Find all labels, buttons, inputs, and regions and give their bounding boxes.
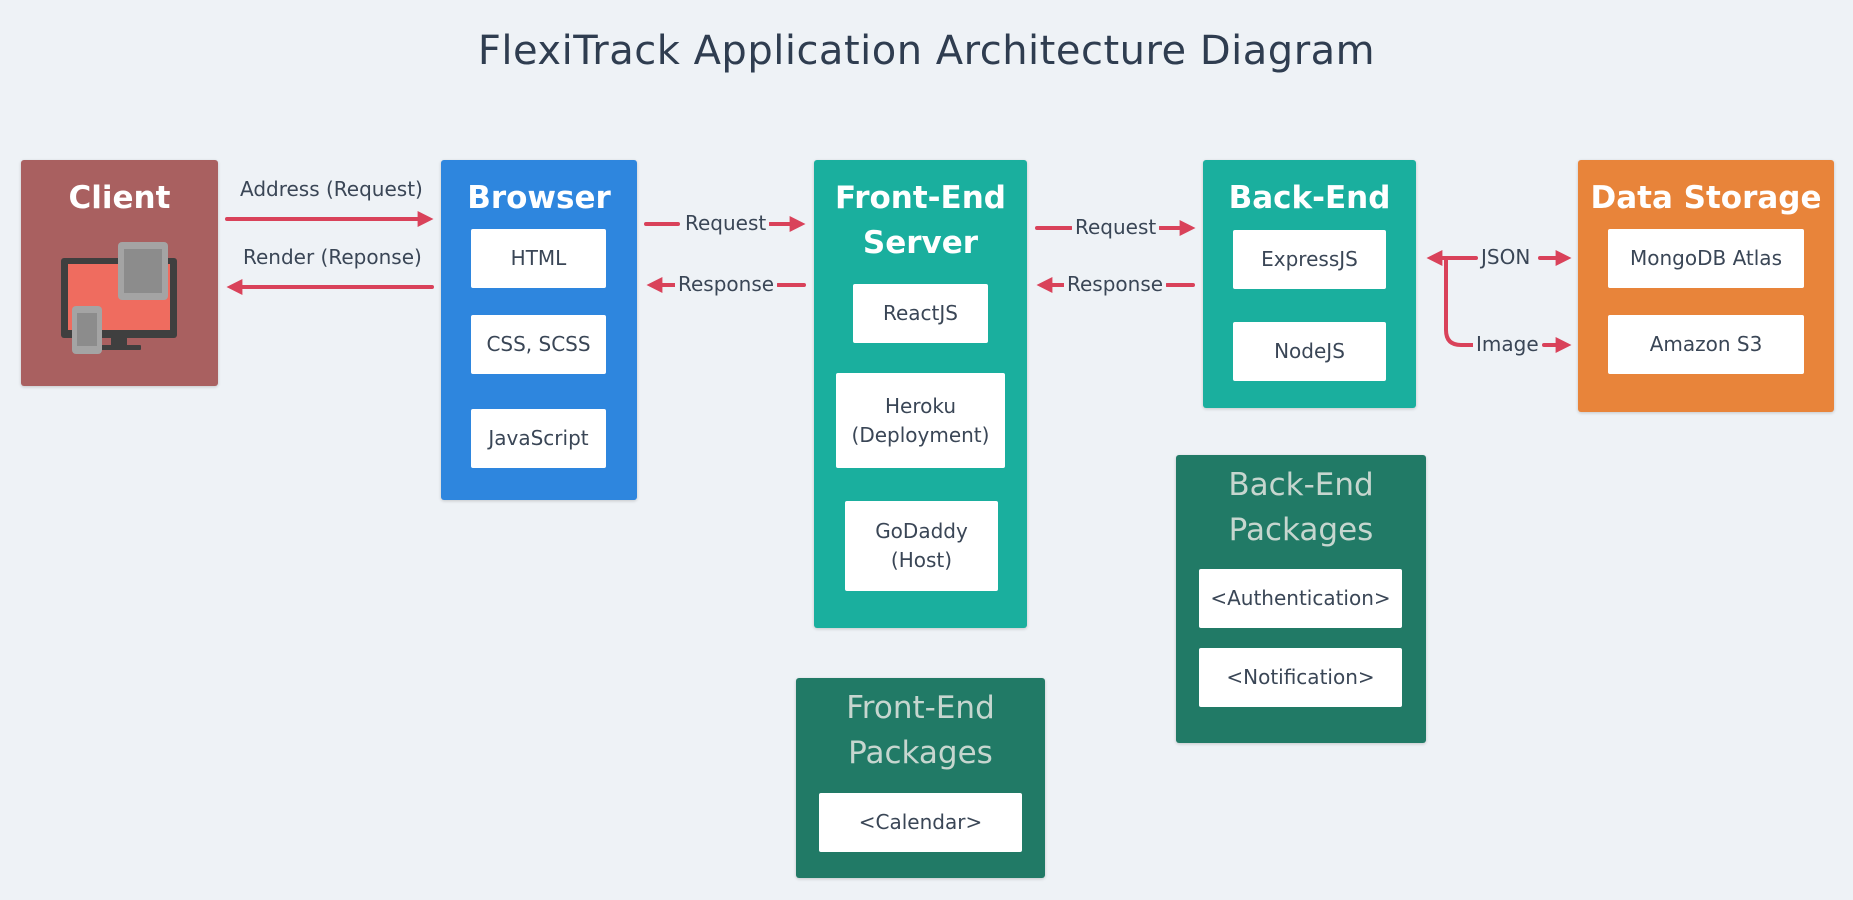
browser-box: Browser HTML CSS, SCSS JavaScript <box>441 160 637 500</box>
backend-packages-title: Back-End Packages <box>1176 463 1426 553</box>
frontend-item-godaddy-role: (Host) <box>890 548 953 572</box>
label-frontend-response: Response <box>1064 272 1167 296</box>
data-storage-title: Data Storage <box>1590 180 1822 216</box>
label-json: JSON <box>1478 245 1534 269</box>
client-title: Client <box>68 180 171 216</box>
backend-box: Back-End ExpressJS NodeJS <box>1203 160 1416 408</box>
label-render-response: Render (Reponse) <box>243 245 422 269</box>
frontend-item-godaddy-name: GoDaddy <box>875 519 968 543</box>
frontend-server-title-line1: Front-End <box>835 180 1006 216</box>
backend-packages-title-line2: Packages <box>1228 511 1374 548</box>
frontend-item-heroku-role: (Deployment) <box>851 422 990 447</box>
label-address-request: Address (Request) <box>240 177 423 201</box>
frontend-item-reactjs: ReactJS <box>853 284 988 343</box>
data-storage-box: Data Storage MongoDB Atlas Amazon S3 <box>1578 160 1834 412</box>
backend-package-notification: <Notification> <box>1199 648 1402 707</box>
backend-packages-box: Back-End Packages <Authentication> <Noti… <box>1176 455 1426 743</box>
backend-title: Back-End <box>1228 180 1391 216</box>
browser-item-css: CSS, SCSS <box>471 315 606 374</box>
label-browser-response: Response <box>675 272 778 296</box>
client-box: Client <box>21 160 218 386</box>
storage-item-s3: Amazon S3 <box>1608 315 1804 374</box>
label-image: Image <box>1473 332 1542 356</box>
frontend-packages-title: Front-End Packages <box>796 686 1045 776</box>
frontend-server-box: Front-End Server ReactJS Heroku (Deploym… <box>814 160 1027 628</box>
diagram-title: FlexiTrack Application Architecture Diag… <box>477 28 1376 74</box>
backend-packages-title-line1: Back-End <box>1228 467 1374 503</box>
frontend-server-title-line2: Server <box>862 224 979 261</box>
browser-title: Browser <box>467 180 611 216</box>
frontend-packages-title-line1: Front-End <box>846 690 995 726</box>
arrow-image-branch <box>1444 258 1478 347</box>
backend-item-nodejs: NodeJS <box>1233 322 1386 381</box>
frontend-server-title: Front-End Server <box>814 176 1027 266</box>
frontend-item-heroku: Heroku (Deployment) <box>836 373 1005 468</box>
frontend-item-heroku-name: Heroku <box>884 393 956 418</box>
label-browser-request: Request <box>682 211 770 235</box>
browser-item-javascript: JavaScript <box>471 409 606 468</box>
label-frontend-request: Request <box>1072 215 1160 239</box>
browser-item-html: HTML <box>471 229 606 288</box>
backend-item-expressjs: ExpressJS <box>1233 230 1386 289</box>
frontend-item-godaddy: GoDaddy (Host) <box>845 501 998 591</box>
backend-package-authentication: <Authentication> <box>1199 569 1402 628</box>
frontend-packages-title-line2: Packages <box>848 734 993 771</box>
frontend-packages-box: Front-End Packages <Calendar> <box>796 678 1045 878</box>
devices-icon <box>61 242 177 354</box>
frontend-package-calendar: <Calendar> <box>819 793 1022 852</box>
storage-item-mongodb: MongoDB Atlas <box>1608 229 1804 288</box>
